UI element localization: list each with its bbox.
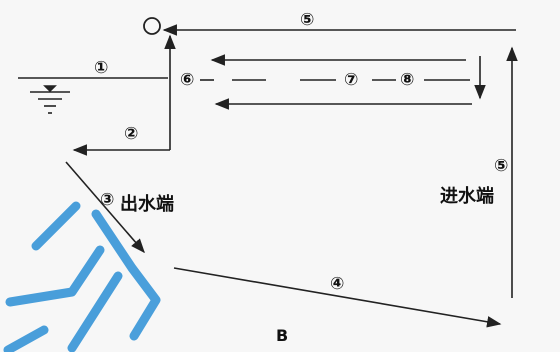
arrow-3 — [65, 161, 145, 254]
outlet-label: 出水端 — [120, 194, 174, 215]
label-6: ⑥ — [180, 70, 195, 90]
label-7: ⑦ — [344, 70, 359, 90]
label-4: ④ — [330, 274, 345, 294]
label-1: ① — [94, 58, 109, 78]
water-level-symbol — [30, 85, 70, 114]
label-8: ⑧ — [400, 70, 415, 90]
label-5-right: ⑤ — [494, 156, 509, 176]
arrow-4 — [173, 267, 502, 328]
inlet-label: 进水端 — [440, 186, 494, 207]
label-3: ③ — [100, 190, 115, 210]
label-5-top: ⑤ — [300, 10, 315, 30]
letter-b: B — [276, 326, 289, 345]
outlet-node-circle — [143, 17, 161, 35]
label-2: ② — [124, 124, 139, 144]
watermark-graphic — [3, 201, 161, 352]
